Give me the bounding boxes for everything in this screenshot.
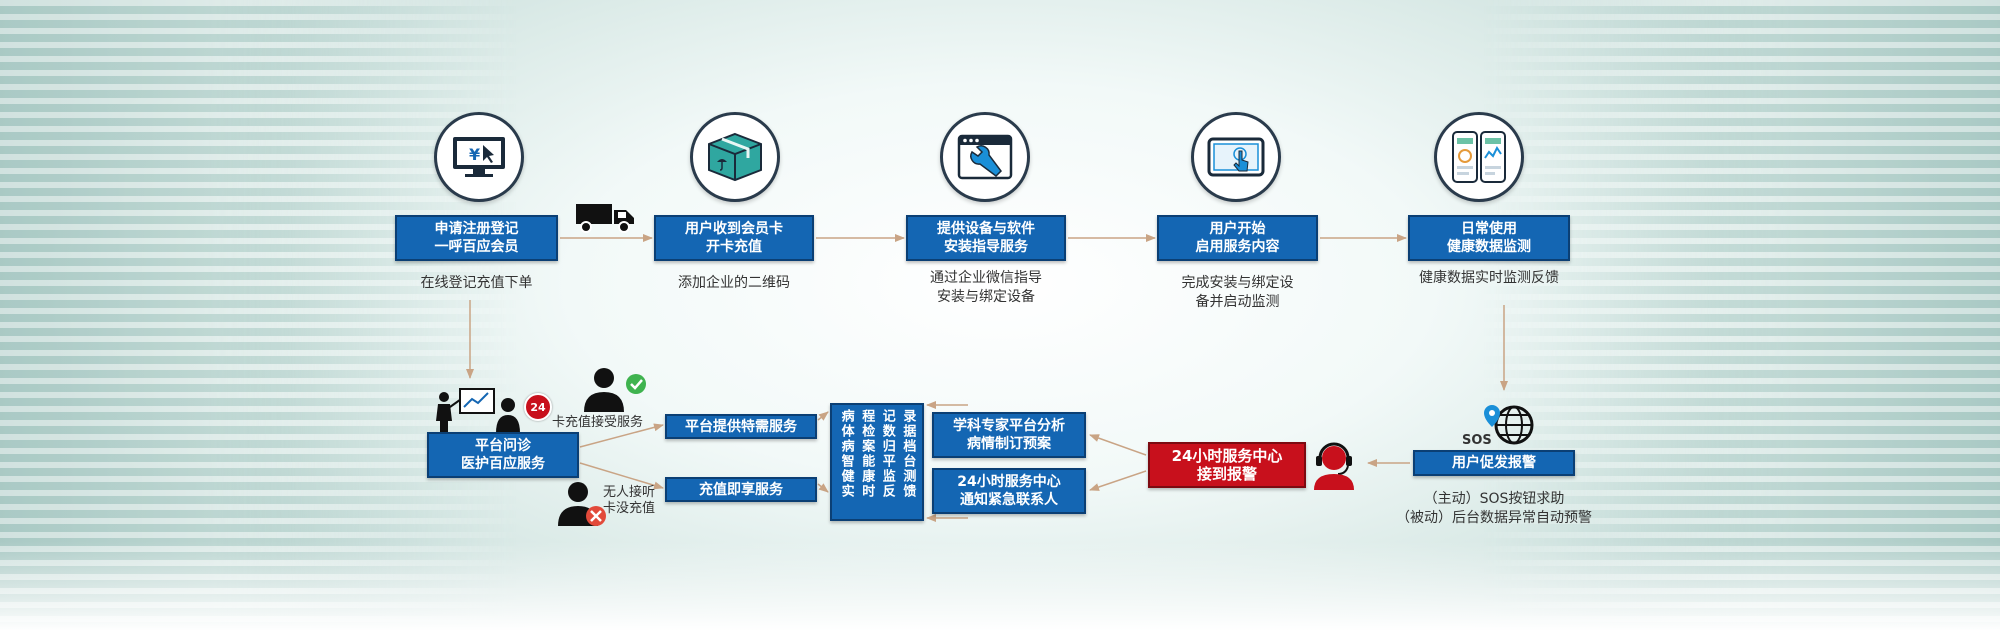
expert-analysis-box: 学科专家平台分析 病情制订预案: [932, 412, 1086, 458]
package-box-icon: [690, 112, 780, 202]
delivery-truck-icon: [576, 204, 634, 233]
computer-payment-icon: ¥: [434, 112, 524, 202]
step-3-note: 通过企业微信指导 安装与绑定设备: [930, 270, 1042, 305]
step-4-box: 用户开始 启用服务内容: [1157, 215, 1318, 261]
hour-24-badge-icon: 24: [524, 393, 552, 421]
records-column-1: 病体病智健实: [838, 409, 854, 499]
sos-globe-icon: [1484, 405, 1534, 445]
server-rack-left: [0, 0, 520, 631]
user-accepted-icon: [584, 368, 646, 412]
notify-contact-box: 24小时服务中心 通知紧急联系人: [932, 468, 1086, 514]
user-alarm-box: 用户促发报警: [1413, 450, 1575, 476]
no-answer-label: 无人接听 卡没充值: [603, 485, 656, 516]
step-2-box: 用户收到会员卡 开卡充值: [654, 215, 814, 261]
platform-consultation-box: 平台问诊 医护百应服务: [427, 432, 579, 478]
svg-text:¥: ¥: [469, 145, 480, 164]
alarm-note: （主动）SOS按钮求助 （被动）后台数据异常自动预警: [1396, 491, 1592, 526]
tablet-touch-icon: [1191, 112, 1281, 202]
arrow-platform-special: [579, 423, 664, 448]
step-5-box: 日常使用 健康数据监测: [1408, 215, 1570, 261]
arrow-center-notify: [1089, 470, 1147, 491]
arrow-platform-recharge: [579, 462, 664, 490]
service-center-alarm-box: 24小时服务中心 接到报警: [1148, 442, 1306, 488]
arrow-center-expert: [1089, 434, 1147, 456]
records-panel: 病体病智健实 程检案能康时 记数归平监反 录据档台测馈: [830, 403, 924, 521]
step-5-note: 健康数据实时监测反馈: [1419, 270, 1559, 286]
smartphone-app-icon: [1434, 112, 1524, 202]
user-rejected-icon: [558, 482, 606, 526]
special-service-box: 平台提供特需服务: [665, 414, 817, 439]
step-1-box: 申请注册登记 一呼百应会员: [395, 215, 558, 261]
step-3-box: 提供设备与软件 安装指导服务: [906, 215, 1066, 261]
recharge-service-box: 充值即享服务: [665, 477, 817, 502]
arrow-special-records: [817, 411, 829, 421]
sos-label: SOS: [1462, 433, 1492, 448]
operator-headset-icon: [1314, 442, 1354, 490]
step-1-note: 在线登记充值下单: [420, 275, 533, 291]
accept-service-label: 卡充值接受服务: [552, 415, 644, 430]
step-2-note: 添加企业的二维码: [678, 275, 790, 291]
records-column-4: 录据档台测馈: [900, 409, 916, 499]
records-column-2: 程检案能康时: [859, 409, 875, 499]
arrow-recharge-records: [817, 483, 829, 493]
step-4-note: 完成安装与绑定设 备并启动监测: [1181, 275, 1294, 310]
bottom-fade: [0, 541, 2000, 631]
browser-wrench-icon: [940, 112, 1030, 202]
server-rack-right: [1480, 0, 2000, 631]
hour-24-badge-label: 24: [530, 400, 546, 414]
records-column-3: 记数归平监反: [879, 409, 895, 499]
doctor-presenter-icon: [436, 388, 520, 433]
